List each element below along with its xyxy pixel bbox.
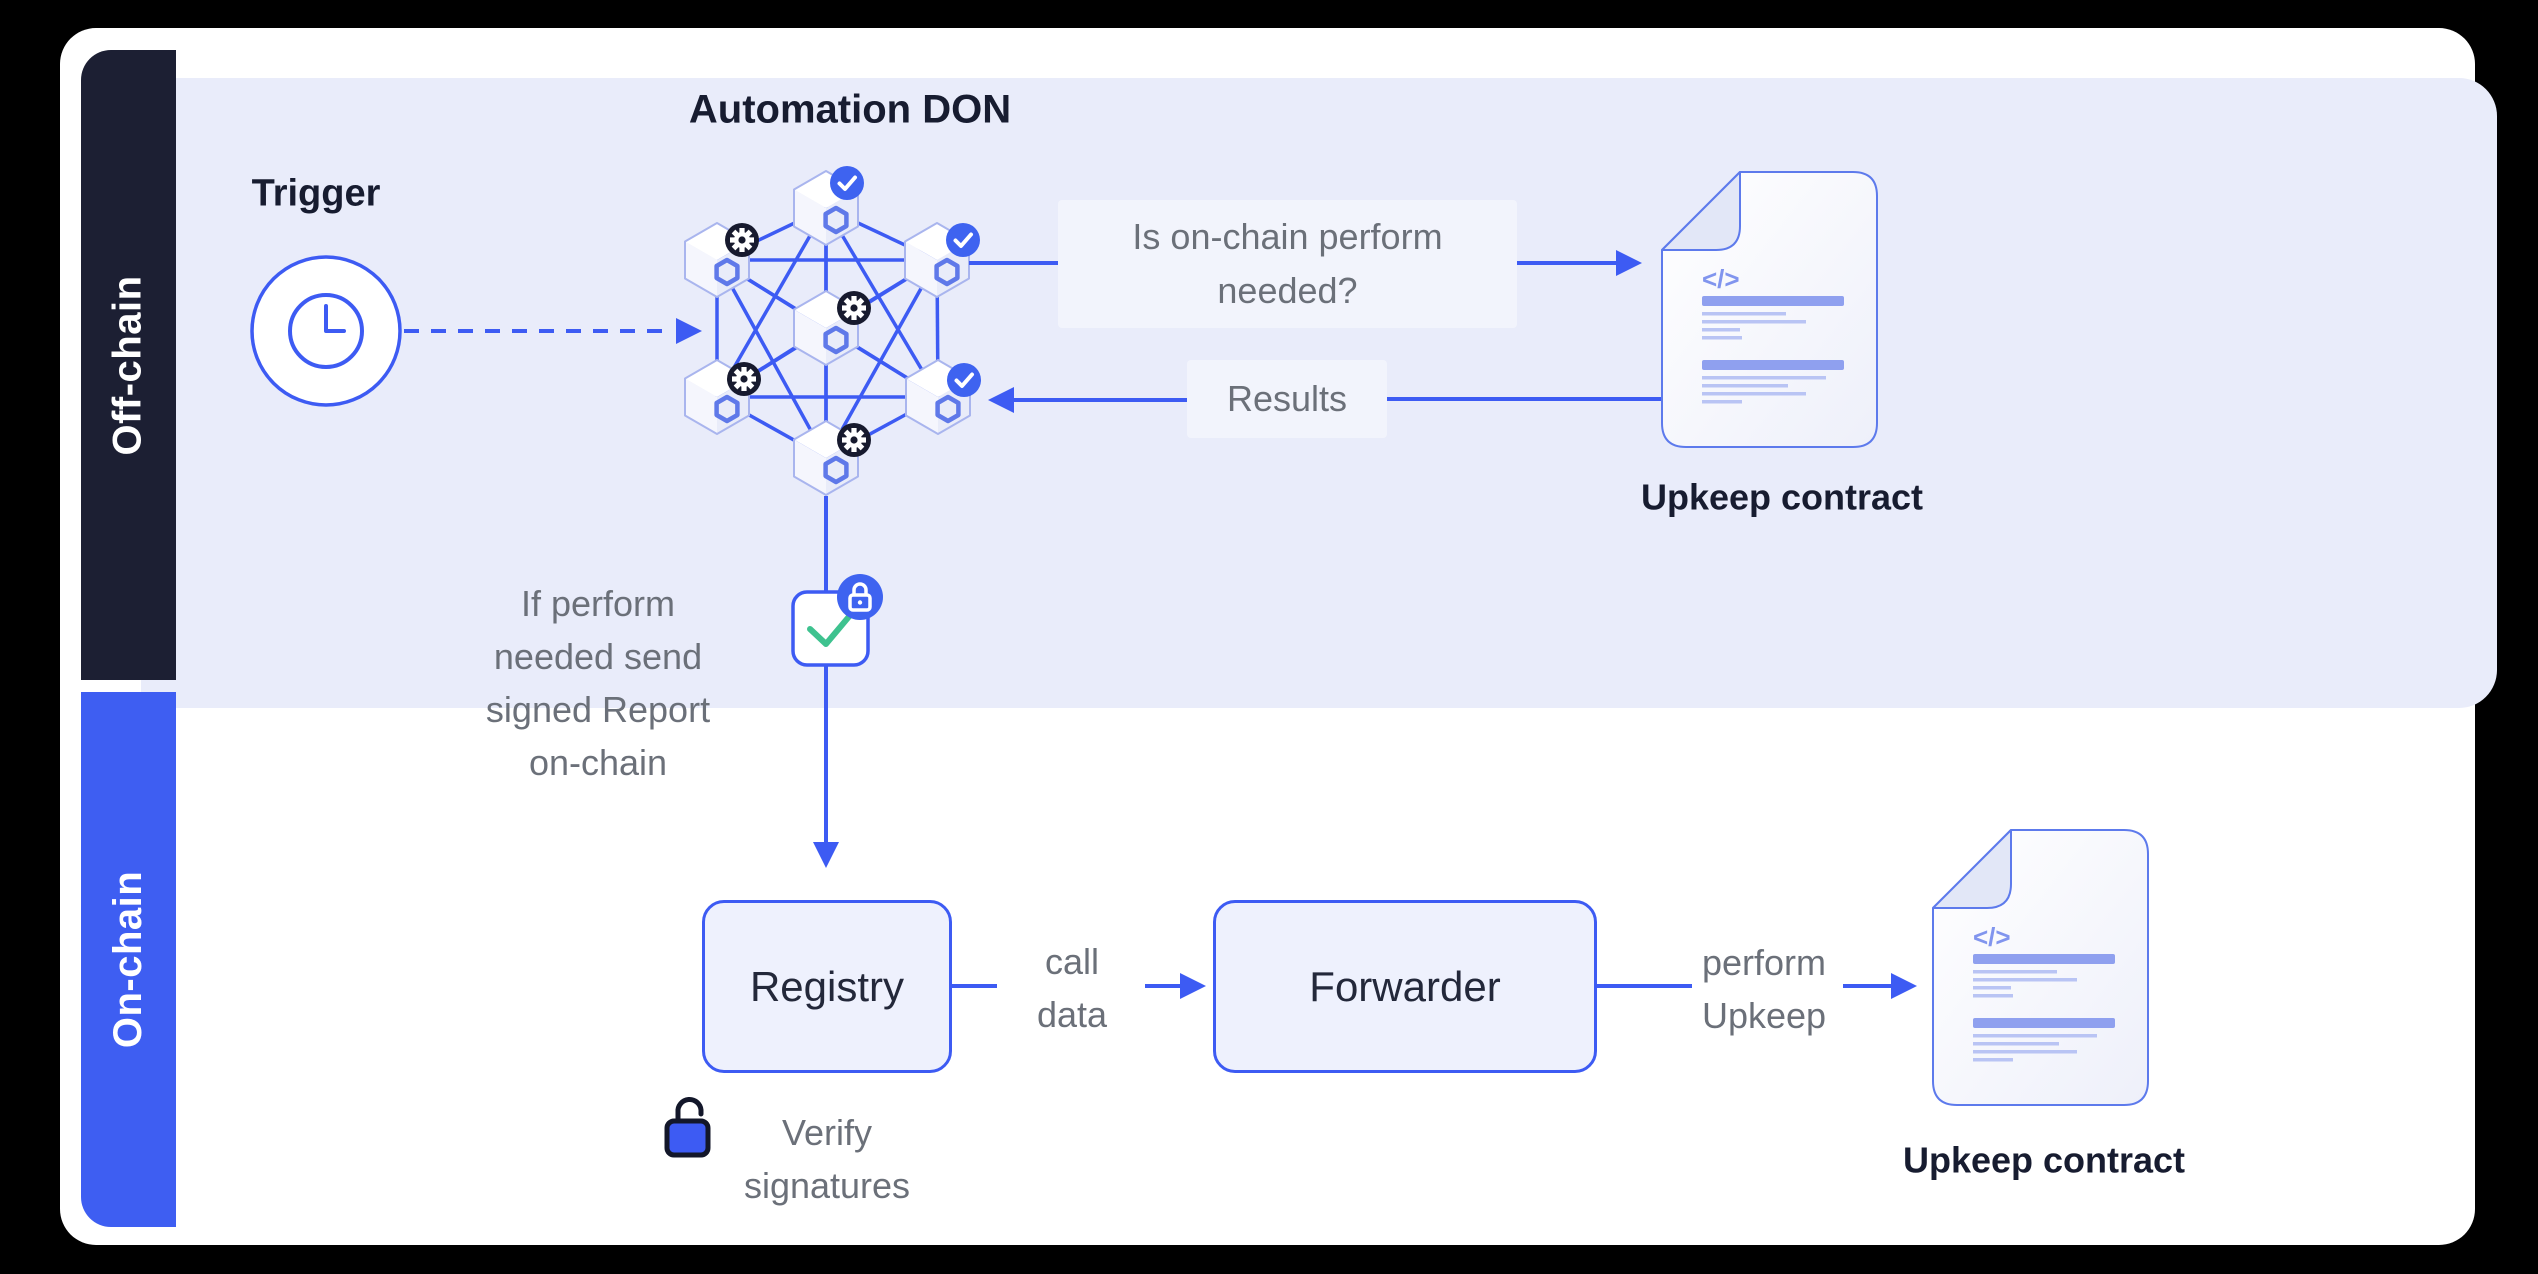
- upkeep-contract-icon-bottom: [1932, 829, 2149, 1106]
- unlock-icon: [664, 1096, 711, 1158]
- question-label: Is on-chain perform needed?: [1132, 216, 1443, 311]
- trigger-label: Trigger: [251, 172, 381, 215]
- call-data-label: call data: [1036, 941, 1108, 1035]
- automation-don-title: Automation DON: [688, 87, 1012, 132]
- upkeep-contract-label-top: Upkeep contract: [1640, 476, 1924, 518]
- offchain-sidebar: Off-chain: [81, 50, 176, 680]
- node-check-badge-icon: [828, 164, 866, 202]
- upkeep-contract-icon-top: [1661, 171, 1878, 448]
- lock-badge-icon: [837, 574, 883, 620]
- forwarder-box: Forwarder: [1213, 900, 1597, 1073]
- question-label-box: Is on-chain perform needed?: [1058, 200, 1517, 328]
- results-label: Results: [1226, 378, 1348, 419]
- registry-label: Registry: [749, 962, 905, 1010]
- call-data-arrow: [952, 973, 1206, 999]
- perform-upkeep-arrow: [1597, 973, 1917, 999]
- upkeep-contract-label-bottom: Upkeep contract: [1902, 1139, 2186, 1181]
- trigger-arrow: [404, 318, 702, 344]
- signed-report-arrow: [813, 496, 839, 868]
- node-check-badge-icon: [945, 361, 983, 399]
- perform-upkeep-label: perform Upkeep: [1701, 942, 1827, 1036]
- verify-signatures-label: Verify signatures: [743, 1112, 911, 1206]
- node-gear-badge-icon: [725, 223, 759, 257]
- node-gear-badge-icon: [837, 423, 871, 457]
- node-gear-badge-icon: [727, 362, 761, 396]
- results-arrow: [988, 387, 1662, 413]
- node-gear-badge-icon: [837, 291, 871, 325]
- forwarder-label: Forwarder: [1309, 962, 1501, 1010]
- report-check-icon: [791, 574, 883, 667]
- check-upkeep-arrow: [969, 250, 1642, 276]
- trigger-clock-icon: [250, 255, 402, 407]
- results-label-box: Results: [1187, 360, 1387, 438]
- registry-box: Registry: [702, 900, 952, 1073]
- onchain-sidebar: On-chain: [81, 692, 176, 1227]
- report-note: If perform needed send signed Report on-…: [485, 583, 711, 783]
- node-check-badge-icon: [944, 221, 982, 259]
